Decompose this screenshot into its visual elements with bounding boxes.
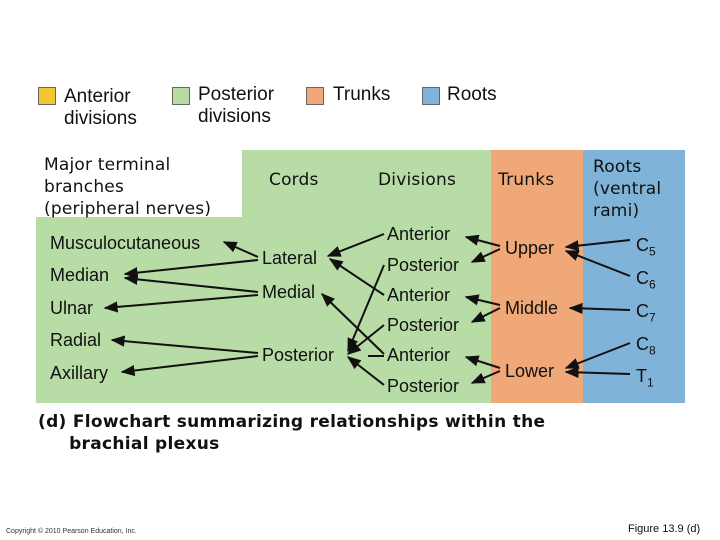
division-posterior-upper: Posterior [387,255,460,275]
cord-medial: Medial [262,282,316,302]
line-c8-lower [564,342,631,369]
line-posterior-axillary [120,355,259,377]
posterior-swatch [172,87,190,105]
division-anterior-middle: Anterior [387,285,451,305]
trunks-swatch [306,87,324,105]
line-lateral-musculocutaneous [222,241,259,258]
root-t1: T1 [636,366,654,390]
line-upper-ant [464,234,501,247]
legend-anterior: Anterior divisions [64,86,137,129]
line-medial-ulnar [103,294,259,313]
line-t1-lower [564,366,631,378]
root-c7: C7 [636,301,656,325]
line-ant-middle-lateral [328,258,385,296]
terminal-radial: Radial [50,330,102,350]
line-lower-ant [464,355,501,369]
line-lateral-median [123,259,259,279]
cord-lateral: Lateral [262,248,318,268]
line-posterior-radial [110,335,259,354]
line-c6-upper [564,250,631,277]
roots-band [583,150,685,403]
line-c7-middle [568,302,631,315]
line-c5-upper [564,239,631,252]
trunk-upper: Upper [505,238,555,258]
copyright: Copyright © 2010 Pearson Education, Inc. [6,528,137,535]
roots-swatch [422,87,440,105]
line-lower-post [470,370,501,384]
root-c8: C8 [636,334,656,358]
terminal-musculocutaneous: Musculocutaneous [50,233,201,253]
division-anterior-upper: Anterior [387,224,451,244]
legend-roots: Roots [447,84,497,105]
cord-posterior: Posterior [262,345,335,365]
header-cords: Cords [269,170,319,190]
root-c5: C5 [636,235,656,259]
header-roots: Roots (ventral rami) [593,157,662,221]
division-posterior-middle: Posterior [387,315,460,335]
line-post-lower-posterior [346,356,385,386]
header-divisions: Divisions [378,170,457,190]
line-post-middle-posterior [346,324,385,355]
figure-caption: (d) Flowchart summarizing relationships … [38,412,546,454]
line-medial-median [123,273,259,293]
line-upper-post [470,248,501,263]
header-trunks: Trunks [498,170,555,190]
header-terminal: Major terminal branches (peripheral nerv… [44,155,212,219]
trunk-middle: Middle [505,298,559,318]
terminal-ulnar: Ulnar [50,298,94,318]
trunk-lower: Lower [505,361,555,381]
line-middle-post [470,307,501,323]
terminal-axillary: Axillary [50,363,109,383]
figure-number: Figure 13.9 (d) [628,523,701,535]
division-posterior-lower: Posterior [387,376,460,396]
line-middle-ant [464,294,501,306]
line-post-upper-posterior [347,264,385,353]
terminal-header-box [36,150,242,217]
root-c6: C6 [636,268,656,292]
line-ant-lower-medial [320,293,385,355]
anterior-swatch [38,87,56,105]
legend-posterior: Posterior divisions [198,84,275,127]
line-ant-upper-lateral [326,233,385,257]
division-anterior-lower: Anterior [387,345,451,365]
terminal-median: Median [50,265,110,285]
legend-trunks: Trunks [333,84,391,105]
